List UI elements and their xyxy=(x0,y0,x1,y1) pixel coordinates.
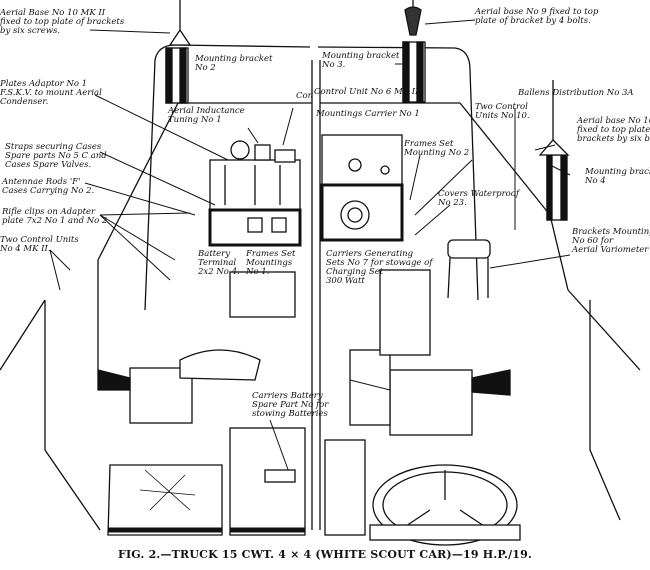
label-carriers-generating: Carriers Generating Sets No 7 for stowag… xyxy=(326,249,433,286)
label-rifle-clips: Rifle clips on Adapter plate 7x2 No 1 an… xyxy=(2,207,108,226)
seat-cushion-left xyxy=(107,464,223,536)
label-aerial-base-9: Aerial base No 9 fixed to top plate of b… xyxy=(475,7,599,26)
label-brackets-mounting: Brackets Mounting No 60 for Aerial Vario… xyxy=(572,227,650,255)
label-mounting-bracket-3: Mounting bracket No 3. xyxy=(322,51,400,70)
label-aerial-base-10-right: Aerial base No 10 fixed to top plate of … xyxy=(577,116,650,144)
label-mountings-carrier: Mountings Carrier No 1 xyxy=(316,109,420,119)
label-control-unit-6: Control Unit No 6 MK II xyxy=(314,87,419,97)
label-two-control-units-4: Two Control Units No 4 MK II. xyxy=(0,235,79,254)
label-straps-securing: Straps securing Cases Spare parts No 5 C… xyxy=(5,142,107,170)
label-ballens-distribution: Ballens Distribution No 3A xyxy=(518,88,634,98)
label-aerial-inductance: Aerial Inductance Tuning No 1 xyxy=(168,106,245,125)
label-plates-adaptor: Plates Adaptor No 1 F.S.K.V. to mount Ae… xyxy=(0,79,102,107)
figure-caption: FIG. 2.—TRUCK 15 CWT. 4 × 4 (WHITE SCOUT… xyxy=(117,548,533,561)
seat-back-right xyxy=(389,369,473,436)
steering-wheel xyxy=(372,464,518,546)
label-con: Con xyxy=(296,91,314,101)
label-frames-set-mountings-1: Frames Set Mountings No 1. xyxy=(246,249,296,277)
label-mounting-bracket-4: Mounting bracket No 4 xyxy=(585,167,650,186)
label-antennae-rods: Antennae Rods 'F' Cases Carrying No 2. xyxy=(2,177,95,196)
roof-rail-right xyxy=(317,46,479,301)
label-frames-set-mounting-2: Frames Set Mounting No 2 xyxy=(404,139,470,158)
charging-set-cabinet xyxy=(321,134,403,186)
label-aerial-base-10-mk2: Aerial Base No 10 MK II fixed to top pla… xyxy=(0,8,125,36)
label-two-control-units-10: Two Control Units No 10. xyxy=(475,102,530,121)
label-batteries-terminal: Battery Terminal 2x2 No 4. xyxy=(198,249,240,277)
label-covers-waterproof: Covers Waterproof No 23. xyxy=(438,189,520,208)
label-mounting-bracket-2: Mounting bracket No 2 xyxy=(195,54,273,73)
label-carriers-battery: Carriers Battery Spare Part No for stowi… xyxy=(252,391,329,419)
